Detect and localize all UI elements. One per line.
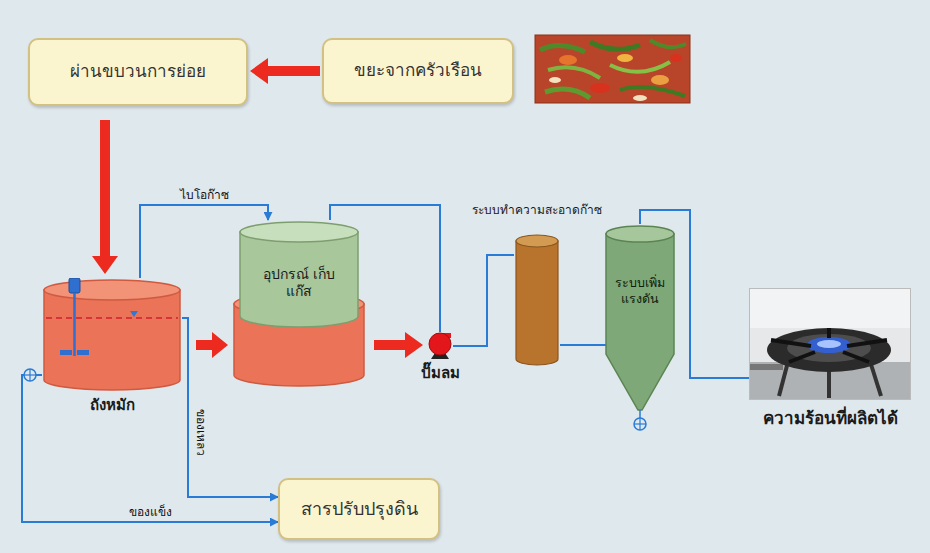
digester-tank-outline [42, 278, 182, 392]
graphic-part [240, 232, 358, 327]
graphic-part [232, 220, 366, 388]
node-label: ระบบเพิ่ม แรงดัน [607, 275, 673, 306]
graphic-part [545, 89, 590, 98]
graphic-part [620, 87, 685, 96]
text-group: ความร้อนที่ผลิตได้ [742, 408, 918, 429]
pipe-line [453, 255, 514, 346]
gas-holder: อุปกรณ์ เก็บแก๊ส [232, 220, 366, 388]
text-group: สารปรับปรุงดิน [280, 480, 438, 538]
graphic-part [639, 410, 641, 418]
graphic-part [749, 288, 911, 328]
graphic-part [634, 418, 646, 430]
flow-arrow [374, 332, 423, 358]
graphic-part [559, 55, 577, 65]
pipe-line [22, 375, 278, 522]
edge-label: ไบโอก๊าซ [177, 188, 232, 202]
valve-symbol [24, 369, 36, 381]
node-label: ขยะจากครัวเรือน [354, 60, 482, 81]
text-group: อุปกรณ์ เก็บแก๊ส [259, 254, 339, 312]
graphic-part [427, 332, 453, 360]
graphic-part [749, 288, 911, 400]
graphic-part [617, 54, 633, 62]
graphic-part [606, 234, 674, 410]
graphic-part [548, 67, 600, 78]
graphic-part [44, 290, 180, 390]
node-label: ผ่านขบวนการย่อย [70, 61, 206, 82]
graphic-part [429, 333, 451, 355]
air-pump-outline [427, 332, 453, 360]
node-label: ปั๊มลม [421, 364, 460, 383]
air-pump: ปั๊มลม [408, 330, 472, 400]
graphic-part [540, 45, 585, 52]
text-group: ระบบเพิ่ม แรงดัน [607, 260, 673, 322]
graphic-part [535, 35, 690, 103]
flow-arrow [196, 332, 228, 358]
graphic-part [516, 241, 558, 365]
graphic-part [514, 233, 560, 367]
node-label: ระบบทำความสะอาดก๊าซ [472, 203, 602, 218]
graphic-part [60, 350, 72, 355]
graphic-part [750, 289, 911, 400]
text-group: ปั๊มลม [408, 364, 472, 383]
pressure-tank-outline [602, 224, 678, 434]
gas-holder-outline [232, 220, 366, 388]
process-box: ขยะจากครัวเรือน [322, 38, 514, 104]
graphic-part [516, 235, 558, 247]
node-label: สารปรับปรุงดิน [301, 498, 418, 521]
pressure-tank: ระบบเพิ่ม แรงดัน [602, 224, 678, 434]
graphic-part [827, 368, 831, 398]
graphic-part [767, 328, 891, 372]
flow-arrow [92, 120, 118, 274]
gas-stove-outline [749, 288, 911, 400]
graphic-part [651, 75, 669, 85]
gas-stove: ความร้อนที่ผลิตได้ [742, 288, 918, 448]
node-label: อุปกรณ์ เก็บแก๊ส [259, 266, 339, 301]
edge-label: ของเหลว [193, 406, 207, 459]
text-group: ขยะจากครัวเรือน [324, 40, 512, 102]
graphic-part [633, 95, 647, 101]
food-waste-photo [535, 35, 690, 103]
graphic-part [650, 40, 686, 47]
text-group: ถังหมัก [40, 396, 184, 415]
node-label: ถังหมัก [90, 396, 135, 415]
graphic-part [77, 350, 89, 355]
node-label: ความร้อนที่ผลิตได้ [763, 408, 898, 429]
graphic-part [610, 62, 670, 72]
gas-cleaning-column: ระบบทำความสะอาดก๊าซ [452, 203, 622, 369]
digester-tank: ถังหมัก [40, 278, 184, 424]
graphic-part [670, 54, 682, 62]
text-group: ระบบทำความสะอาดก๊าซ [452, 203, 622, 218]
text-group: ผ่านขบวนการย่อย [30, 40, 246, 104]
edge-label: ของแข็ง [126, 505, 175, 519]
pipe-line [560, 344, 606, 346]
graphic-part [771, 328, 887, 362]
graphic-part [602, 224, 678, 434]
process-box: ผ่านขบวนการย่อย [28, 38, 248, 106]
graphic-part [130, 311, 138, 317]
gas-cleaning-column-outline [514, 233, 560, 367]
graphic-part [73, 293, 76, 356]
flow-arrow [250, 58, 320, 84]
graphic-part [606, 226, 674, 242]
graphic-part [817, 340, 841, 348]
graphic-part [549, 77, 561, 83]
process-box: สารปรับปรุงดิน [278, 478, 440, 540]
graphic-part [46, 317, 178, 319]
graphic-part [42, 278, 182, 392]
graphic-part [69, 278, 80, 293]
graphic-part [44, 280, 180, 300]
graphic-part [749, 288, 911, 400]
graphic-part [240, 222, 358, 242]
graphic-part [24, 369, 36, 381]
graphic-part [639, 418, 640, 430]
graphic-part [749, 364, 783, 370]
graphic-part [590, 42, 640, 49]
graphic-part [535, 35, 690, 103]
graphic-part [29, 369, 30, 381]
graphic-part [590, 83, 610, 93]
